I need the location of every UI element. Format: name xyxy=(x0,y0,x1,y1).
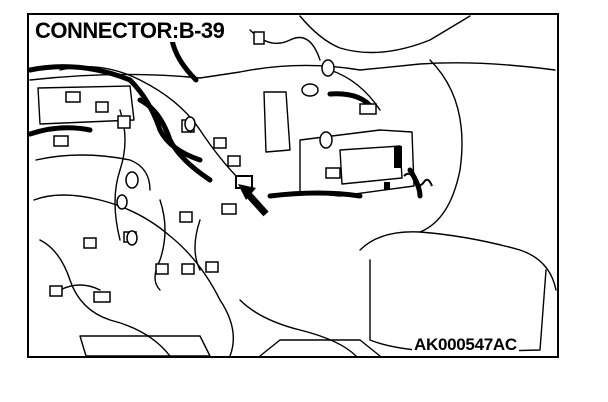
ring-terminal xyxy=(184,116,196,132)
connector-label: CONNECTOR:B-39 xyxy=(33,18,227,43)
wire-thin xyxy=(154,199,166,291)
harness-connector xyxy=(213,137,227,149)
lower-bracket xyxy=(259,339,381,357)
harness-main xyxy=(267,190,363,199)
coiled-wire xyxy=(403,172,433,187)
harness-connector xyxy=(359,103,377,115)
harness-connector xyxy=(253,31,265,45)
harness-connector xyxy=(95,101,109,113)
harness-connector xyxy=(221,203,237,215)
harness-connector xyxy=(65,91,81,103)
coil-pack-outline xyxy=(37,85,135,125)
harness-connector xyxy=(53,135,69,147)
harness-connector xyxy=(179,211,193,223)
harness-connector xyxy=(227,155,241,167)
terminal-post xyxy=(384,182,390,190)
harness-connector xyxy=(181,263,195,275)
radiator-hose-outline xyxy=(239,299,357,357)
ring-terminal xyxy=(301,83,319,97)
terminal-post xyxy=(394,146,402,168)
battery-tray-outline xyxy=(359,231,557,291)
harness-connector xyxy=(325,167,341,179)
bracket-outline xyxy=(263,91,291,153)
harness-connector xyxy=(117,115,131,129)
wire-thin xyxy=(59,66,241,181)
harness-main xyxy=(169,37,199,83)
firewall-outline xyxy=(299,15,471,54)
harness-connector xyxy=(83,237,97,249)
wire-thin xyxy=(59,284,101,291)
intake-manifold-outline xyxy=(33,194,234,357)
wire-thin xyxy=(194,219,201,271)
ring-terminal xyxy=(125,171,139,189)
strut-tower-outline xyxy=(419,59,463,233)
harness-connector xyxy=(205,261,219,273)
harness-connector xyxy=(155,263,169,275)
harness-main xyxy=(137,97,213,183)
figure-code: AK000547AC xyxy=(412,335,519,354)
arrow-icon xyxy=(238,184,269,217)
valve-cover-outline xyxy=(35,154,151,191)
small-bracket xyxy=(79,335,211,357)
harness-connector xyxy=(49,285,63,297)
relay-box-lid xyxy=(339,145,403,185)
harness-main xyxy=(27,125,93,137)
ring-terminal xyxy=(126,230,138,246)
ring-terminal xyxy=(116,194,128,210)
ring-terminal xyxy=(319,131,333,149)
harness-connector xyxy=(93,291,111,303)
ring-terminal xyxy=(321,59,335,77)
